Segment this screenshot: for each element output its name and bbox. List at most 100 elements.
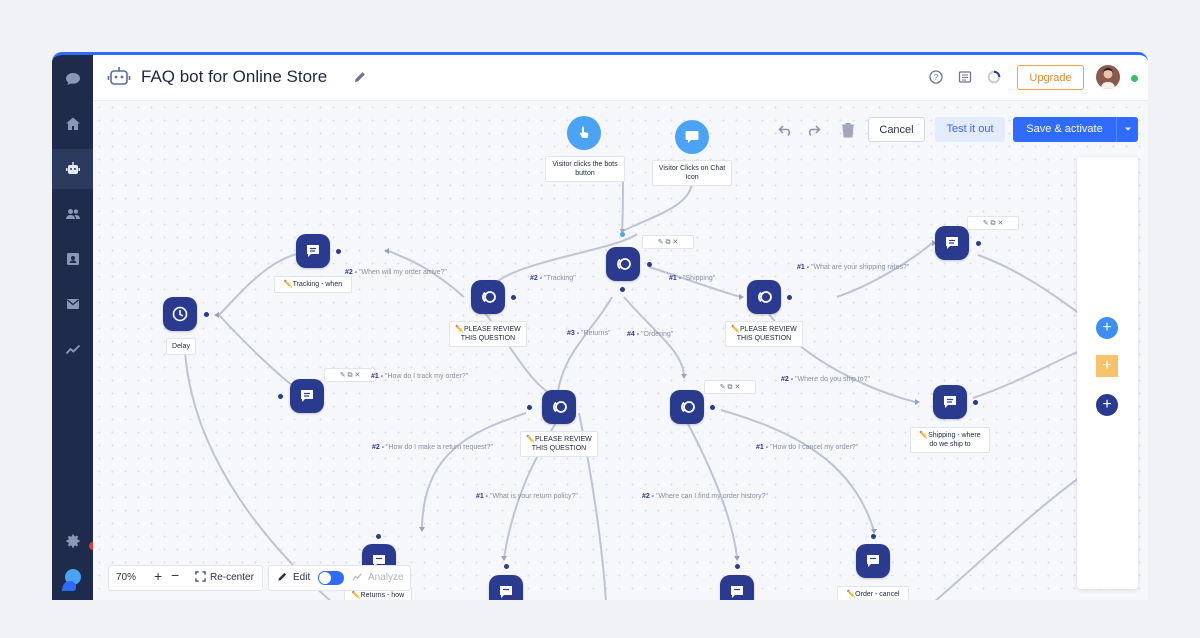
trigger-label-2: Visitor Clicks on Chat Icon	[652, 160, 732, 186]
edit-pencil-icon	[277, 571, 288, 585]
sidebar-item-settings[interactable]	[52, 521, 93, 561]
edge-label: #2 - "Tracking"	[530, 275, 576, 282]
node-tools[interactable]: ✎ ⧉ ✕	[324, 368, 376, 382]
trash-icon[interactable]	[841, 122, 855, 138]
router-node-ordering[interactable]	[670, 390, 704, 424]
node-label-delay: Delay	[166, 338, 196, 355]
message-icon	[301, 390, 313, 402]
home-icon	[65, 117, 80, 130]
help-icon[interactable]: ?	[929, 70, 943, 84]
docs-icon[interactable]	[958, 70, 972, 84]
add-trigger-icon[interactable]: +	[1096, 317, 1118, 339]
node-tools[interactable]: ✎ ⧉ ✕	[704, 380, 756, 394]
message-node-cancel-order[interactable]	[856, 544, 890, 578]
zoom-in-icon[interactable]: +	[154, 568, 163, 584]
avatar[interactable]	[1096, 65, 1120, 89]
connector-dot	[527, 405, 532, 410]
router-node-main[interactable]	[606, 247, 640, 281]
edge-label: #1 - "Shipping"	[669, 275, 716, 282]
undo-icon[interactable]	[778, 123, 794, 137]
trigger-chat-icon[interactable]	[675, 120, 709, 154]
connector-dot	[647, 262, 652, 267]
connector-dot	[976, 241, 981, 246]
gear-icon	[66, 534, 79, 548]
bot-avatar-icon	[107, 65, 131, 89]
node-label-review-right: ✏️PLEASE REVIEW THIS QUESTION	[725, 321, 803, 347]
recenter-button[interactable]: Re-center	[210, 572, 254, 583]
connector-dot	[376, 534, 381, 539]
sidebar-item-home[interactable]	[52, 104, 93, 144]
online-status-dot	[1131, 75, 1138, 82]
sidebar-item-tickets[interactable]	[52, 239, 93, 279]
router-icon	[758, 291, 772, 303]
message-icon	[307, 245, 319, 257]
node-tools[interactable]: ✎ ⧉ ✕	[642, 235, 694, 249]
node-label-review-center: ✏️PLEASE REVIEW THIS QUESTION	[520, 431, 598, 457]
router-icon	[482, 291, 496, 303]
edge-label: #2 - "Where can I find my order history?…	[642, 493, 768, 500]
redo-icon[interactable]	[805, 123, 821, 137]
edge-label: #4 - "Ordering"	[627, 331, 674, 338]
edge-label: #2 - "Where do you ship to?"	[781, 376, 871, 383]
connector-dot	[620, 232, 625, 237]
cancel-button[interactable]: Cancel	[868, 117, 925, 142]
router-node-returns[interactable]	[542, 390, 576, 424]
node-tools[interactable]: ✎ ⧉ ✕	[967, 216, 1019, 230]
flow-canvas[interactable]: Cancel Test it out Save & activate Visit…	[93, 101, 1148, 600]
sidebar-item-bots[interactable]	[52, 149, 93, 189]
connector-dot	[973, 400, 978, 405]
edge-label: #3 - "Returns"	[567, 330, 611, 337]
edge-label: #2 - "When will my order arrive?"	[345, 269, 447, 276]
brand-logo	[59, 567, 85, 593]
trigger-button-click[interactable]	[567, 116, 601, 150]
progress-ring-icon[interactable]	[987, 70, 1001, 84]
chevron-down-icon	[1124, 127, 1131, 131]
connector-dot	[204, 312, 209, 317]
node-label-shipping-where: ✏️Shipping - where do we ship to	[910, 427, 990, 453]
save-options-dropdown[interactable]	[1116, 117, 1138, 142]
save-activate-button[interactable]: Save & activate	[1013, 117, 1116, 142]
pencil-icon[interactable]	[353, 70, 367, 84]
message-icon	[944, 396, 956, 408]
test-it-out-button[interactable]: Test it out	[935, 117, 1005, 142]
zoom-controls: 70% + − Re-center	[108, 565, 263, 591]
upgrade-button[interactable]: Upgrade	[1017, 65, 1084, 90]
message-icon	[500, 586, 512, 598]
connector-dot	[787, 295, 792, 300]
analyze-mode-label[interactable]: Analyze	[368, 572, 404, 583]
node-label-review-left: ✏️PLEASE REVIEW THIS QUESTION	[449, 321, 527, 347]
message-node-order-history[interactable]	[720, 575, 754, 600]
message-node-track-order[interactable]	[290, 379, 324, 413]
message-icon	[373, 555, 385, 567]
node-label-tracking-when: ✏️Tracking - when	[274, 276, 352, 293]
sidebar-item-analytics[interactable]	[52, 329, 93, 369]
mail-icon	[66, 299, 79, 309]
sidebar-item-inbox[interactable]	[52, 284, 93, 324]
chat-bubble-icon	[685, 131, 699, 143]
connector-dot	[511, 295, 516, 300]
message-node-shipping-where[interactable]	[933, 385, 967, 419]
add-action-icon[interactable]: +	[1096, 355, 1118, 377]
edge-label: #2 - "How do I make a return request?"	[372, 444, 493, 451]
router-icon	[617, 258, 631, 270]
router-node-tracking[interactable]	[471, 280, 505, 314]
mode-toggle[interactable]	[318, 571, 344, 585]
analyze-chart-icon	[352, 571, 363, 585]
edge-label: #1 - "How do I track my order?"	[371, 373, 469, 380]
router-node-shipping[interactable]	[747, 280, 781, 314]
message-icon	[731, 586, 743, 598]
page-title: FAQ bot for Online Store	[141, 67, 328, 86]
clock-icon	[172, 306, 188, 322]
message-node-shipping-rates[interactable]	[935, 226, 969, 260]
message-node-tracking[interactable]	[296, 234, 330, 268]
delay-node[interactable]	[163, 297, 197, 331]
message-node-return-policy[interactable]	[489, 575, 523, 600]
add-message-icon[interactable]: +	[1096, 394, 1118, 416]
edit-mode-label: Edit	[293, 572, 311, 583]
recenter-icon[interactable]	[195, 571, 206, 585]
sidebar-item-contacts[interactable]	[52, 194, 93, 234]
bot-icon	[65, 162, 80, 174]
zoom-out-icon[interactable]: −	[171, 567, 180, 583]
edge-label: #1 - "What is your return policy?"	[476, 493, 578, 500]
sidebar-item-chats[interactable]	[52, 59, 93, 99]
